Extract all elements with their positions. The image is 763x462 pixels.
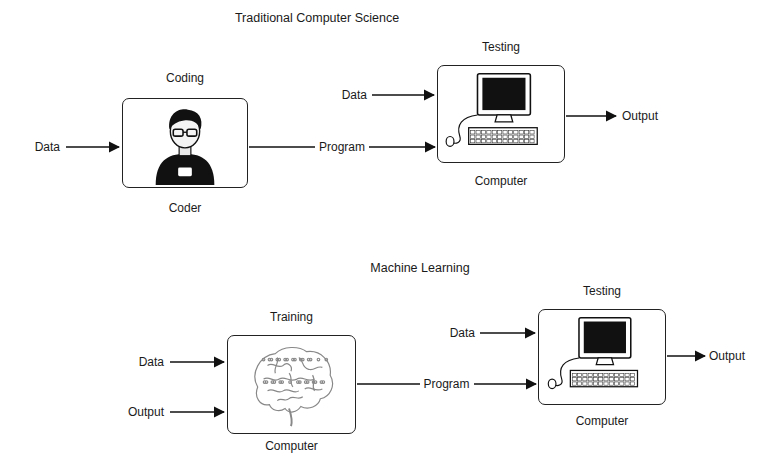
computer-icon [539,310,665,404]
input-label: Data [450,325,475,341]
node-box: TestingComputer [437,65,565,163]
data-arrow [66,146,119,148]
data-arrow [480,332,535,334]
connector-label: Program [419,376,473,392]
node-heading: Testing [583,284,621,298]
node-box: TrainingComputer [227,335,356,434]
section-title: Traditional Computer Science [235,10,399,26]
input-label: Output [128,404,164,420]
node-box: TestingComputer [538,309,666,405]
input-label: Data [139,354,164,370]
node-caption: Computer [475,174,528,188]
coder-icon [123,99,247,187]
section-title: Machine Learning [370,260,469,276]
computer-icon [438,66,564,162]
output-arrow [667,355,705,357]
data-arrow [372,94,434,96]
input-label: Data [35,139,60,155]
node-heading: Training [270,310,313,324]
input-label: Data [342,87,367,103]
node-caption: Computer [265,439,318,453]
output-label: Output [709,348,745,364]
output-label: Output [622,108,658,124]
node-caption: Computer [576,414,629,428]
data-arrow [170,361,224,363]
node-heading: Coding [166,71,204,85]
connector-label: Program [315,139,369,155]
brain-icon [228,336,355,433]
node-box: CodingCoder [122,98,248,188]
node-caption: Coder [169,201,202,215]
output-arrow [566,115,616,117]
node-heading: Testing [482,40,520,54]
output-arrow [170,411,224,413]
